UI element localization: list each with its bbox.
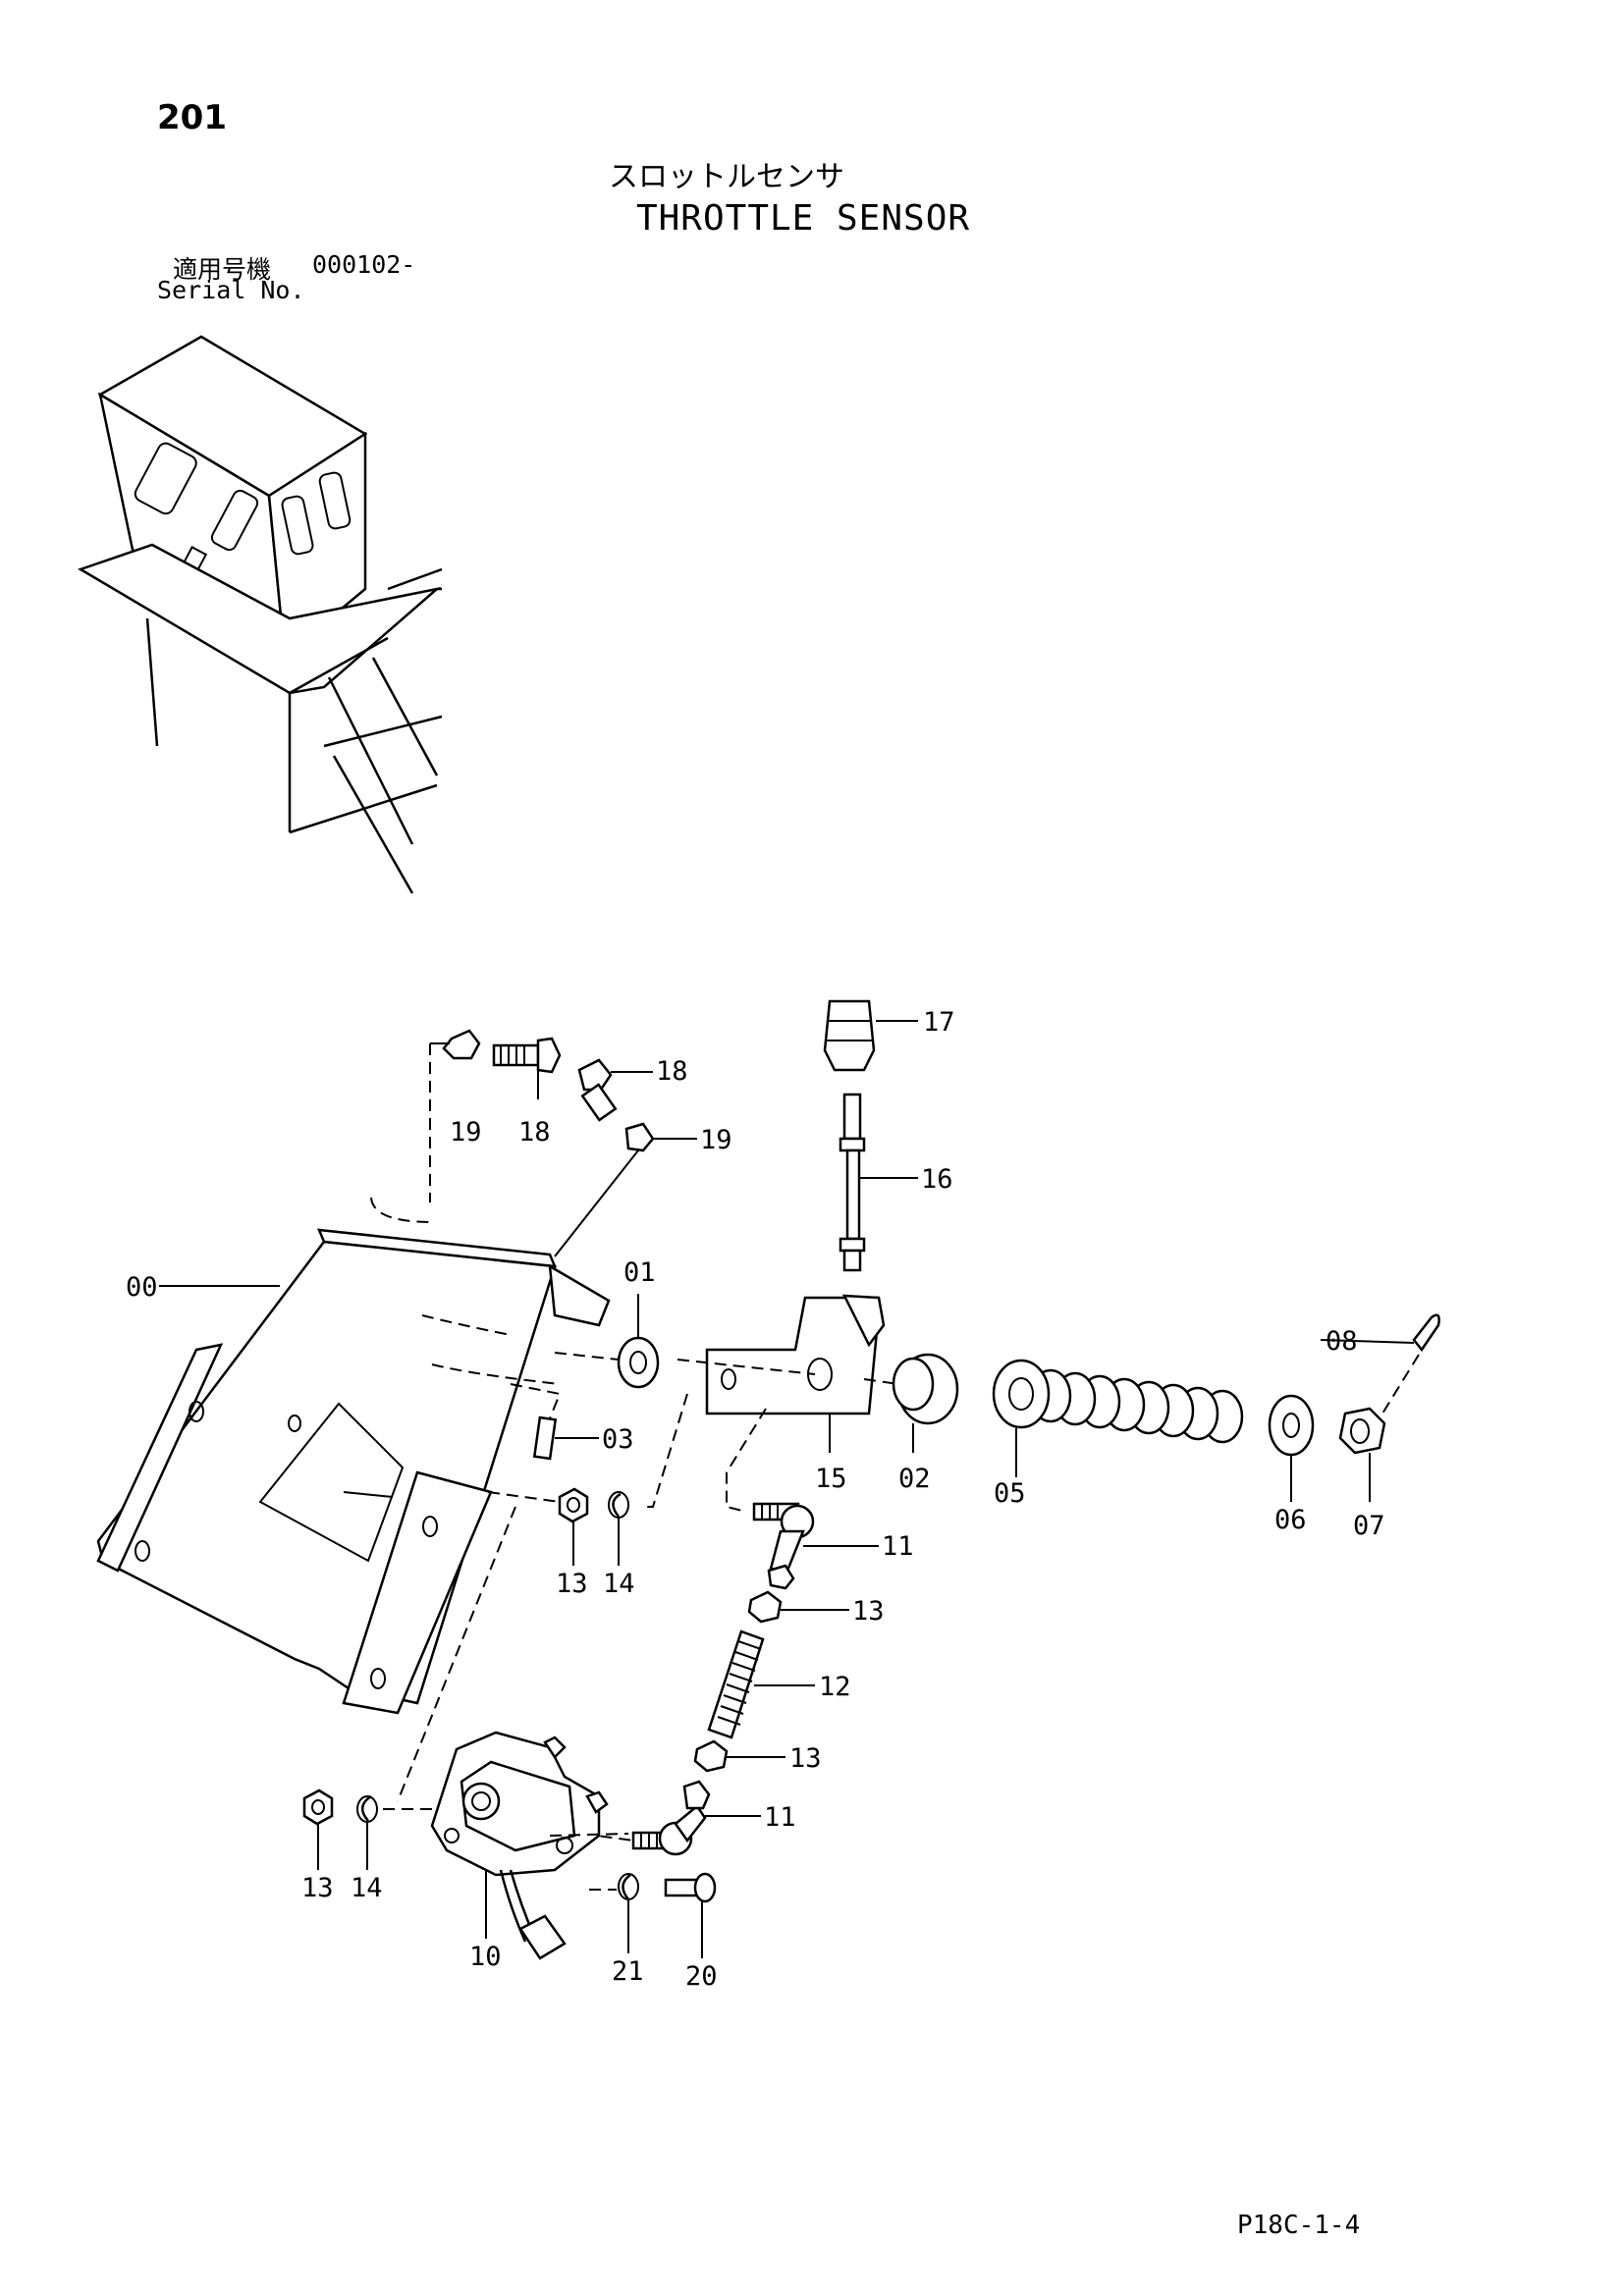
end-hardware xyxy=(1268,1313,1440,1502)
callout-18-left: 18 xyxy=(518,1117,551,1148)
callout-12: 12 xyxy=(819,1672,851,1702)
rod-assembly xyxy=(823,999,918,1272)
callout-labels: 17 18 19 18 19 16 00 01 08 03 15 02 05 0… xyxy=(126,1007,1385,1992)
callout-19-right: 19 xyxy=(700,1125,732,1155)
callout-18-right: 18 xyxy=(656,1056,688,1087)
serial-label-english: Serial No. xyxy=(157,276,305,304)
callout-13-lower-left: 13 xyxy=(301,1873,334,1903)
machine-cab-locator xyxy=(78,335,443,894)
nut-washer-middle xyxy=(487,1487,629,1566)
washer xyxy=(554,1294,660,1389)
ball-joint-upper xyxy=(752,1502,879,1590)
page-number: 201 xyxy=(157,98,227,137)
callout-14-middle: 14 xyxy=(603,1569,635,1599)
footer-code: P18C-1-4 xyxy=(1237,2211,1361,2240)
callout-13-upper: 13 xyxy=(852,1596,885,1627)
callout-03: 03 xyxy=(602,1424,634,1455)
nut-washer-lower xyxy=(302,1789,432,1870)
callout-17: 17 xyxy=(923,1007,955,1038)
callout-10: 10 xyxy=(469,1942,502,1972)
callout-05: 05 xyxy=(994,1478,1026,1509)
callout-11-lower: 11 xyxy=(764,1802,796,1833)
collar xyxy=(863,1353,959,1453)
title-english: THROTTLE SENSOR xyxy=(635,198,971,239)
callout-06: 06 xyxy=(1274,1505,1307,1535)
callout-21: 21 xyxy=(612,1956,644,1987)
spring-adjuster xyxy=(693,1590,849,1773)
callout-07: 07 xyxy=(1353,1511,1385,1541)
serial-value: 000102- xyxy=(312,250,416,279)
callout-13-middle: 13 xyxy=(556,1569,588,1599)
title-japanese: スロットルセンサ xyxy=(609,160,844,194)
pin xyxy=(510,1383,599,1461)
serial-label-japanese: 適用号機 xyxy=(173,255,272,284)
callout-02: 02 xyxy=(898,1464,931,1494)
callout-11-upper: 11 xyxy=(882,1531,914,1562)
callout-00: 00 xyxy=(126,1272,158,1303)
screw-washer xyxy=(618,1872,717,1958)
callout-01: 01 xyxy=(623,1257,656,1288)
hardware-top xyxy=(429,1029,697,1257)
throttle-sensor-unit xyxy=(397,1506,629,1960)
lever xyxy=(643,1294,886,1513)
spring-washers xyxy=(992,1359,1244,1477)
callout-14-lower-left: 14 xyxy=(351,1873,383,1903)
callout-13-lower: 13 xyxy=(789,1743,822,1774)
callout-16: 16 xyxy=(921,1164,953,1195)
callout-20: 20 xyxy=(685,1961,718,1992)
bracket-plate xyxy=(96,1197,611,1715)
callout-19-left: 19 xyxy=(450,1117,482,1148)
callout-15: 15 xyxy=(815,1464,847,1494)
callout-08: 08 xyxy=(1326,1326,1358,1357)
